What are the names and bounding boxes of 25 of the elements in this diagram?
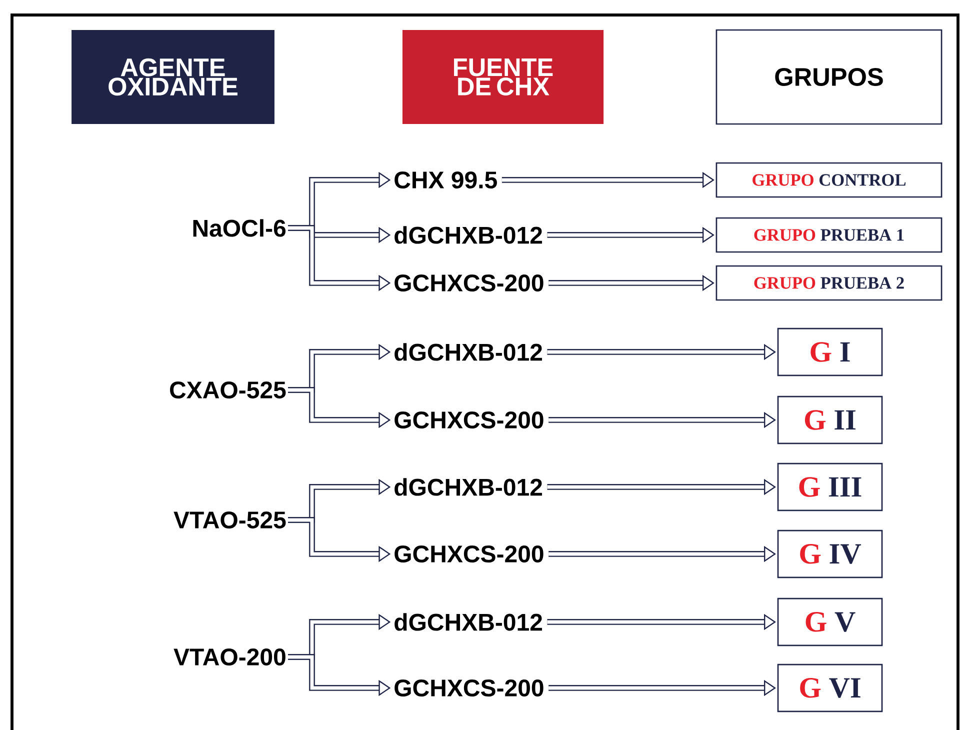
source-label: dGCHXB-012 xyxy=(394,226,542,244)
source-label: dGCHXB-012 xyxy=(394,613,542,631)
column-header: FUENTE DE CHX xyxy=(402,30,604,124)
group-box: G I xyxy=(777,328,883,376)
agent-label: CXAO-525 xyxy=(170,381,286,398)
group-box: G III xyxy=(777,462,883,512)
source-label: GCHXCS-200 xyxy=(394,545,544,562)
group-box: GRUPO CONTROL xyxy=(716,162,942,198)
group-box: G II xyxy=(777,396,883,444)
group-box: GRUPO PRUEBA 2 xyxy=(716,265,942,301)
source-label: dGCHXB-012 xyxy=(394,343,542,361)
source-label: GCHXCS-200 xyxy=(394,679,544,696)
source-label: GCHXCS-200 xyxy=(394,411,544,428)
source-label: CHX 99.5 xyxy=(394,171,497,188)
column-header: AGENTE OXIDANTE xyxy=(72,30,274,124)
group-box: G V xyxy=(777,598,883,646)
group-box: G VI xyxy=(777,664,883,712)
source-label: GCHXCS-200 xyxy=(394,274,544,292)
source-label: dGCHXB-012 xyxy=(394,478,542,496)
group-box: G IV xyxy=(777,530,883,578)
agent-label: NaOCl-6 xyxy=(193,219,286,237)
agent-label: VTAO-525 xyxy=(174,511,286,528)
group-box: GRUPO PRUEBA 1 xyxy=(716,217,942,253)
column-header: GRUPOS xyxy=(716,29,942,125)
agent-label: VTAO-200 xyxy=(174,648,286,666)
